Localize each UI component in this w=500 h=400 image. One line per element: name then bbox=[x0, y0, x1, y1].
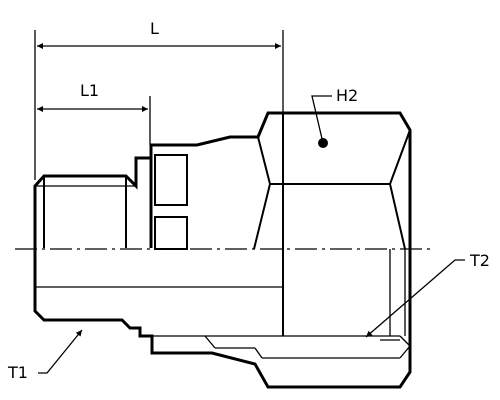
label-t1: T1 bbox=[7, 363, 28, 382]
outline-top bbox=[33, 111, 412, 389]
extension-lines bbox=[34, 30, 284, 180]
dimension-l: L bbox=[37, 19, 281, 49]
label-h2: H2 bbox=[336, 86, 358, 105]
dimension-l1: L1 bbox=[37, 81, 148, 112]
label-t2: T2 bbox=[469, 251, 490, 270]
neck-flats bbox=[149, 154, 188, 250]
internal-bore bbox=[152, 335, 411, 359]
leader-h2: H2 bbox=[311, 86, 358, 148]
dimension-l1-label: L1 bbox=[80, 81, 99, 100]
dimension-l-label: L bbox=[150, 19, 159, 38]
leader-h2-dot bbox=[318, 138, 328, 148]
leader-t1: T1 bbox=[7, 329, 83, 382]
leader-t2: T2 bbox=[365, 251, 490, 338]
hex-nut bbox=[253, 113, 411, 336]
male-thread-section bbox=[35, 176, 282, 288]
